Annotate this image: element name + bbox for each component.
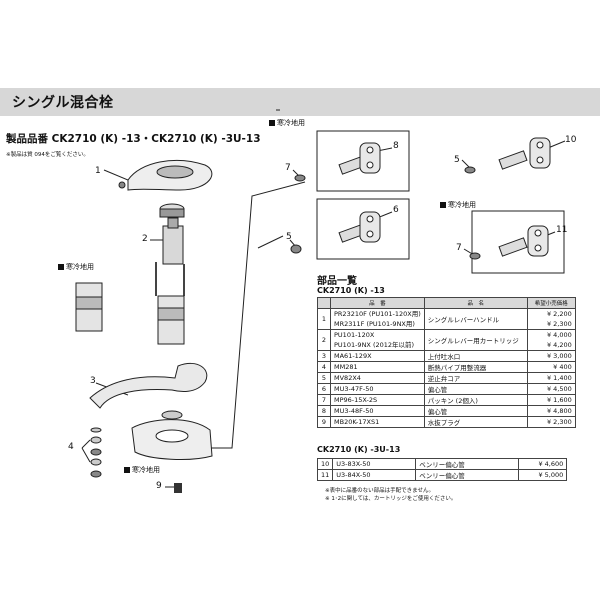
callout-2: 2 xyxy=(142,234,148,244)
parts-table-2: 10 U3-83X-50 ベンリー偏心管 ¥ 4,600 11 U3-84X-5… xyxy=(316,458,568,481)
header-band xyxy=(0,88,600,116)
table-row: 6 MU3-47F-50 偏心管 ¥ 4,500 xyxy=(317,383,576,395)
footnote-2: ※ 1･2に関しては、カートリッジをご使用ください。 xyxy=(325,496,457,502)
table-row: 5 MV82X4 逆止弁コア ¥ 1,400 xyxy=(317,372,576,384)
model-note: ※製品は質 094をご覧ください。 xyxy=(6,152,89,158)
strainer-parts xyxy=(90,427,102,478)
callout-11: 11 xyxy=(556,225,568,235)
callout-5: 5 xyxy=(286,232,292,242)
eccentric-pipe-10 xyxy=(464,137,551,174)
table-row: 8 MU3-48F-50 偏心管 ¥ 4,800 xyxy=(317,405,576,417)
valve-body-part xyxy=(157,295,185,345)
eccentric-pipe-11 xyxy=(469,225,549,260)
cold-region-tag: 寒冷地用 xyxy=(124,465,160,475)
table-row: 1 PR23210F (PU101-120X用)MR2311F (PU101-9… xyxy=(317,308,576,330)
cold-region-tag: 寒冷地用 xyxy=(58,262,94,272)
callout-10: 10 xyxy=(565,135,577,145)
eccentric-pipe-8 xyxy=(294,142,381,182)
header-name: 品 名 xyxy=(423,297,528,309)
cartridge-part xyxy=(162,217,184,265)
table-row: 11 U3-84X-50 ベンリー偏心管 ¥ 5,000 xyxy=(316,469,568,481)
model-number-title: 製品品番 CK2710 (K) -13・CK2710 (K) -3U-13 xyxy=(6,133,261,145)
parts-group-2-title: CK2710 (K) -3U-13 xyxy=(317,445,401,454)
connector-line-6 xyxy=(257,235,284,249)
base-plate-part xyxy=(131,419,213,460)
table-row: 9 MB20K-17XS1 水抜プラグ ¥ 2,300 xyxy=(317,416,576,428)
eccentric-pipe-6 xyxy=(290,211,381,254)
table-row: 7 MP96-15X-2S パッキン (2個入) ¥ 1,600 xyxy=(317,394,576,406)
callout-7b: 7 xyxy=(456,243,462,253)
parts-table-1: 品 番 品 名 希望小売価格 1 PR23210F (PU101-120X用)M… xyxy=(317,297,576,428)
footnote-1: ※表中に品番のない部品は手配できません。 xyxy=(325,488,434,494)
cap-nut-part xyxy=(159,203,185,218)
callout-4: 4 xyxy=(68,442,74,452)
callout-6: 6 xyxy=(393,205,399,215)
callout-9: 9 xyxy=(156,481,162,491)
cold-region-body-part xyxy=(75,282,103,332)
cold-region-tag: 寒冷地用 xyxy=(269,118,305,128)
parts-list-title: 部品一覧 xyxy=(317,276,357,287)
callout-7: 7 xyxy=(285,163,291,173)
table-row: 10 U3-83X-50 ベンリー偏心管 ¥ 4,600 xyxy=(316,458,568,470)
lever-handle-part xyxy=(118,159,213,191)
page-title: シングル混合栓 xyxy=(12,95,114,111)
spout-part xyxy=(89,362,208,409)
table-header-row: 品 番 品 名 希望小売価格 xyxy=(317,297,576,309)
header-price: 希望小売価格 xyxy=(526,297,576,309)
table-row: 3 MA61-129X 上付吐水口 ¥ 3,000 xyxy=(317,350,576,362)
cold-region-tag: 寒冷地用 xyxy=(440,200,476,210)
parts-group-1-title: CK2710 (K) -13 xyxy=(317,286,385,295)
callout-8: 8 xyxy=(393,141,399,151)
callout-5b: 5 xyxy=(454,155,460,165)
callout-1: 1 xyxy=(95,166,101,176)
drain-plug-part xyxy=(174,483,182,493)
connector-line-cold-8 xyxy=(195,181,306,449)
callout-3: 3 xyxy=(90,376,96,386)
header-code: 品 番 xyxy=(330,297,425,309)
table-row: 4 MM281 断熱パイプ用整流器 ¥ 400 xyxy=(317,361,576,373)
